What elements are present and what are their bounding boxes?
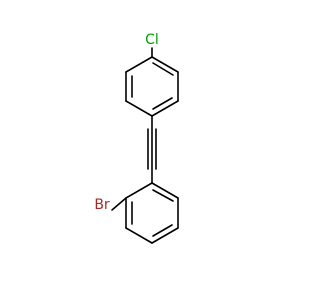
- ring2-inner-double-bond-top-right: [152, 189, 174, 202]
- bromine-bond: [111, 197, 127, 211]
- ring1-inner-double-bond-top-right: [152, 62, 174, 76]
- bromine-label: Br: [94, 197, 110, 213]
- ring2-bond-bottom-to-lower-left: [125, 227, 153, 244]
- ring1-bond-upper-left-to-top: [125, 56, 153, 73]
- ring2-bond-top-to-upper-right: [151, 182, 179, 199]
- ring1-bond-bottom-to-lower-left: [125, 100, 153, 117]
- molecule-canvas: Cl Br: [94, 32, 179, 244]
- ring2-bond-lower-right-to-bottom: [151, 227, 179, 244]
- ring2-inner-double-bond-bottom-right: [152, 224, 173, 237]
- alkyne-linker: [147, 115, 157, 184]
- chlorophenyl-ring: [125, 47, 179, 117]
- ring1-inner-double-bond-bottom-right: [152, 97, 173, 110]
- bromophenyl-ring: [111, 182, 179, 244]
- chlorine-label: Cl: [145, 32, 159, 48]
- ring1-bond-lower-right-to-bottom: [151, 100, 179, 117]
- molecule-diagram: Cl Br: [94, 32, 179, 244]
- ring1-bond-top-to-upper-right: [151, 56, 179, 73]
- ring2-bond-upper-left-to-top: [125, 182, 153, 199]
